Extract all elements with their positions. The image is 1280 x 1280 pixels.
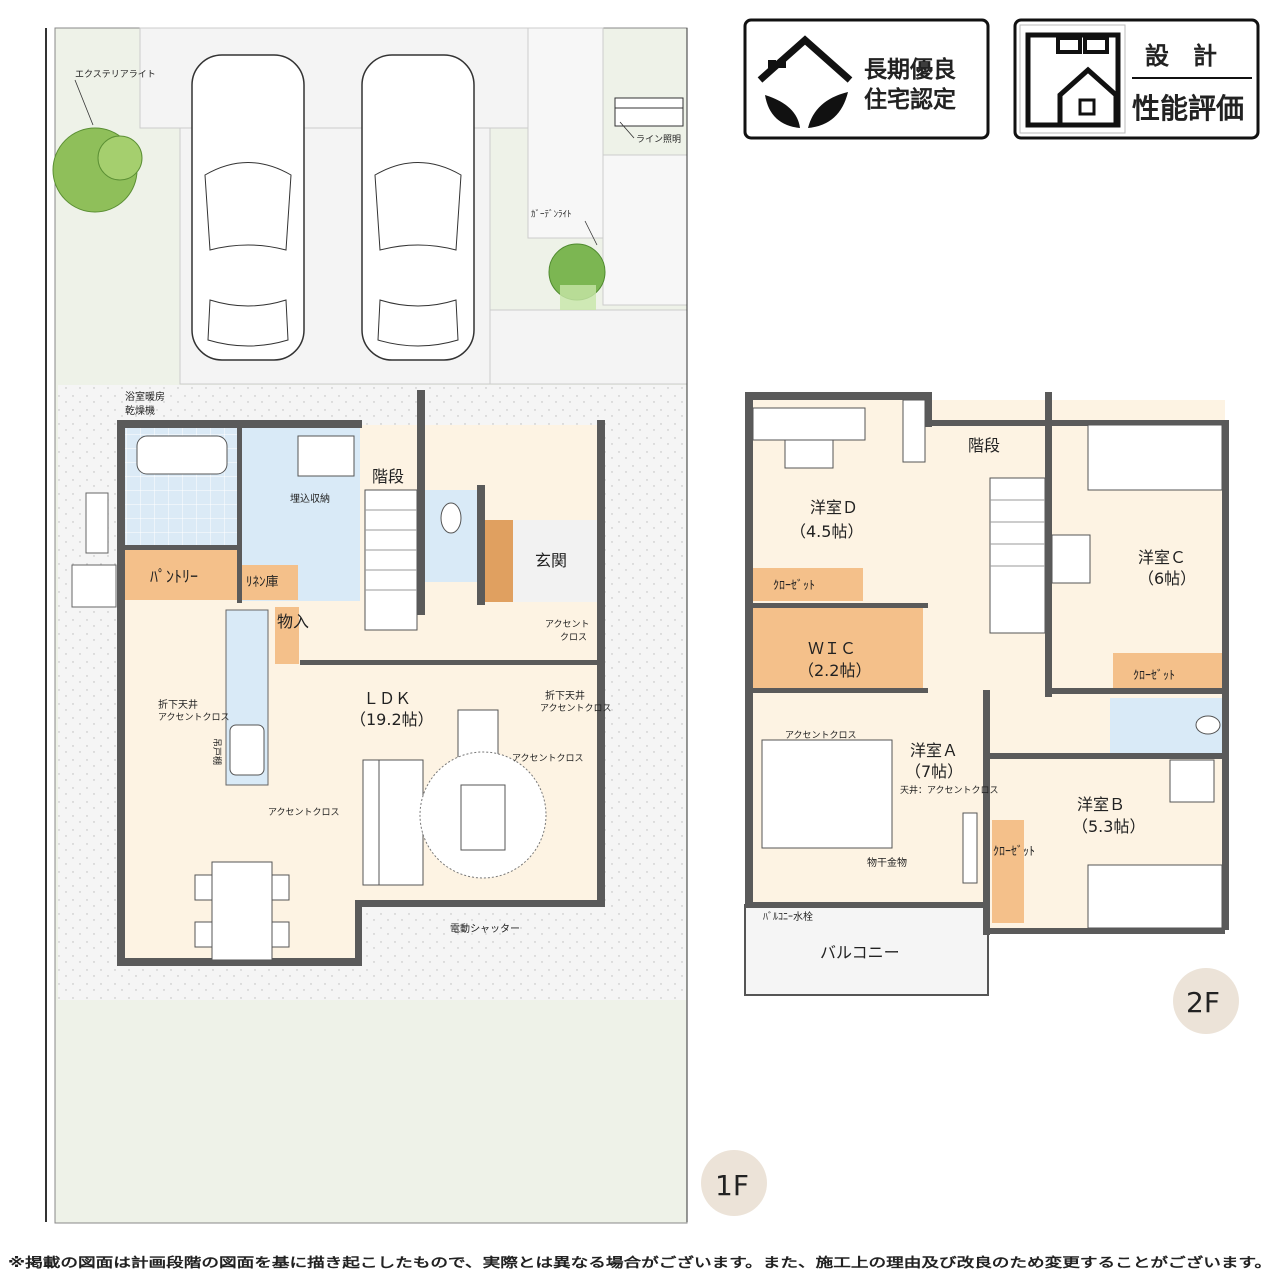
balcony-label: バルコニー bbox=[820, 943, 900, 962]
badge-design-label: 設 計 bbox=[1145, 42, 1217, 70]
room-d-size: （4.5帖） bbox=[790, 522, 863, 541]
closet-c-label: ｸﾛｰｾﾞｯﾄ bbox=[1133, 668, 1175, 682]
room-c-size: （6帖） bbox=[1138, 569, 1196, 588]
accent-cross-label-1b: クロス bbox=[560, 632, 587, 643]
pantry-label: ﾊﾟﾝﾄﾘｰ bbox=[150, 567, 198, 586]
shrub-icon bbox=[548, 243, 606, 310]
laundry-hardware-label: 物干金物 bbox=[867, 856, 907, 869]
floor-2f-badge bbox=[1173, 968, 1239, 1034]
performance-evaluation-badge: 設 計 性能評価 bbox=[1013, 18, 1260, 140]
desk-b-icon bbox=[1169, 759, 1215, 803]
badge-performance-label: 性能評価 bbox=[1132, 92, 1244, 125]
ldk-name-label: ＬＤＫ bbox=[363, 689, 411, 708]
chair-icon bbox=[784, 439, 834, 469]
floor-1f-badge bbox=[701, 1150, 767, 1216]
line-light-label: ライン照明 bbox=[636, 134, 681, 145]
line-light-fixture bbox=[614, 97, 684, 127]
floor-2f-label: 2F bbox=[1186, 986, 1220, 1019]
car-right-icon bbox=[361, 54, 475, 361]
wic-name: ＷＩＣ bbox=[808, 639, 856, 658]
bath-heater-label-2: 乾燥機 bbox=[125, 404, 155, 417]
stairs-1f bbox=[364, 489, 418, 631]
house-1f bbox=[117, 390, 605, 966]
room-a-accent-label: アクセントクロス bbox=[785, 730, 857, 741]
balcony-faucet-label: ﾊﾞﾙｺﾆｰ水栓 bbox=[763, 910, 813, 923]
bed-c-icon bbox=[1087, 424, 1223, 491]
ldk-size-label: （19.2帖） bbox=[350, 710, 434, 729]
room-a-name: 洋室Ａ bbox=[910, 741, 958, 760]
desk-icon bbox=[752, 407, 866, 441]
bed-b-icon bbox=[1087, 864, 1223, 929]
outdoor-unit-icon bbox=[85, 492, 109, 554]
lounge-chair-icon bbox=[457, 709, 499, 759]
lowered-ceiling-left-1: 折下天井 bbox=[158, 698, 198, 711]
garden-light-label: ｶﾞｰﾃﾞﾝﾗｲﾄ bbox=[531, 209, 572, 220]
wic-size: （2.2帖） bbox=[798, 661, 871, 680]
closet-b-label: ｸﾛｰｾﾞｯﾄ bbox=[993, 844, 1035, 858]
stairs-2f-label: 階段 bbox=[968, 436, 1000, 455]
linen-closet-label: ﾘﾈﾝ庫 bbox=[246, 575, 279, 590]
storage-label: 物入 bbox=[277, 612, 309, 631]
room-b-name: 洋室Ｂ bbox=[1077, 795, 1125, 814]
floorplan-house-icon bbox=[1025, 32, 1121, 128]
room-c-name: 洋室Ｃ bbox=[1138, 548, 1186, 567]
entrance-label: 玄関 bbox=[535, 551, 567, 570]
sofa-icon bbox=[362, 759, 424, 886]
exterior-light-label: エクステリアライト bbox=[75, 69, 156, 80]
car-left-icon bbox=[191, 54, 305, 361]
tree-icon bbox=[52, 127, 143, 213]
accent-cross-label-2: アクセントクロス bbox=[512, 753, 584, 764]
room-a-ceiling-label: 天井：アクセントクロス bbox=[900, 784, 999, 796]
shelf-icon bbox=[902, 399, 926, 463]
long-term-quality-badge: 長期優良 住宅認定 bbox=[743, 18, 990, 140]
floor-1f-label: 1F bbox=[715, 1169, 749, 1202]
accent-cross-label-1: アクセント bbox=[545, 619, 590, 630]
bath-heater-label-1: 浴室暖房 bbox=[125, 390, 165, 403]
built-in-storage-label: 埋込収納 bbox=[290, 492, 330, 505]
lowered-ceiling-right-1: 折下天井 bbox=[545, 689, 585, 702]
lowered-ceiling-left-2: アクセントクロス bbox=[158, 712, 230, 723]
electric-shutter-label: 電動シャッター bbox=[450, 922, 520, 935]
desk-c-icon bbox=[1051, 534, 1091, 584]
bed-a-icon bbox=[761, 739, 893, 849]
accent-cross-label-3: アクセントクロス bbox=[268, 807, 340, 818]
disclaimer-text: ※掲載の図面は計画段階の図面を基に描き起こしたもので、実際とは異なる場合がござい… bbox=[8, 1255, 1272, 1271]
outdoor-unit-icon bbox=[71, 564, 117, 608]
closet-d-label: ｸﾛｰｾﾞｯﾄ bbox=[773, 578, 815, 592]
dining-table-icon bbox=[194, 861, 290, 961]
wardrobe-icon bbox=[962, 812, 978, 884]
room-a-size: （7帖） bbox=[905, 762, 963, 781]
room-b-size: （5.3帖） bbox=[1072, 817, 1145, 836]
badge-long-term-line1: 長期優良 bbox=[864, 56, 956, 83]
house-leaf-icon bbox=[757, 35, 853, 128]
hanging-cabinet-label: 吊戸棚 bbox=[211, 738, 223, 765]
lowered-ceiling-right-2: アクセントクロス bbox=[540, 703, 612, 714]
badge-long-term-line2: 住宅認定 bbox=[864, 86, 956, 113]
stairs-1f-label: 階段 bbox=[372, 467, 404, 486]
rug-and-table-icon bbox=[419, 751, 547, 879]
room-d-name: 洋室Ｄ bbox=[810, 498, 858, 517]
